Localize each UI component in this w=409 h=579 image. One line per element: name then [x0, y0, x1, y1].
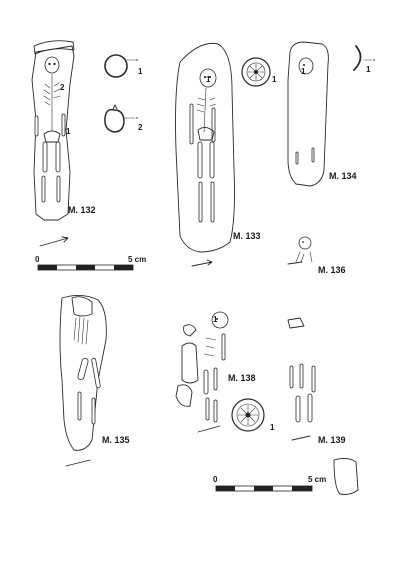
- label-m134: M. 134: [329, 171, 357, 181]
- find-1-m138: 1: [270, 423, 275, 432]
- find-2-m132: 2: [138, 123, 143, 132]
- scale-top-end: 5 cm: [128, 255, 147, 264]
- grave-m133: [175, 42, 271, 267]
- marker-2-m132: 2: [60, 83, 65, 92]
- find-1-m132: 1: [138, 67, 143, 76]
- marker-1-m132: 1: [66, 127, 71, 136]
- label-m132: M. 132: [68, 205, 96, 215]
- marker-1-m133: 1: [206, 75, 211, 84]
- scale-bar-top: [37, 264, 134, 271]
- grave-m139: [287, 317, 359, 495]
- marker-1-m138: 1: [213, 315, 218, 324]
- find-1-m134: 1: [366, 65, 371, 74]
- scale-bottom-start: 0: [213, 475, 218, 484]
- grave-m136: [287, 236, 313, 265]
- label-m133: M. 133: [233, 231, 261, 241]
- grave-m138: [175, 311, 265, 433]
- scale-top-start: 0: [35, 255, 40, 264]
- marker-1-m134: 1: [301, 67, 306, 76]
- label-m138: M. 138: [228, 373, 256, 383]
- label-m139: M. 139: [318, 435, 346, 445]
- grave-m132: [31, 40, 138, 247]
- find-1-m133: 1: [272, 75, 277, 84]
- label-m136: M. 136: [318, 265, 346, 275]
- label-m135: M. 135: [102, 435, 130, 445]
- scale-bar-bottom: [215, 485, 313, 492]
- grave-m135: [59, 295, 107, 467]
- grave-m134: [287, 41, 375, 187]
- scale-bottom-end: 5 cm: [308, 475, 327, 484]
